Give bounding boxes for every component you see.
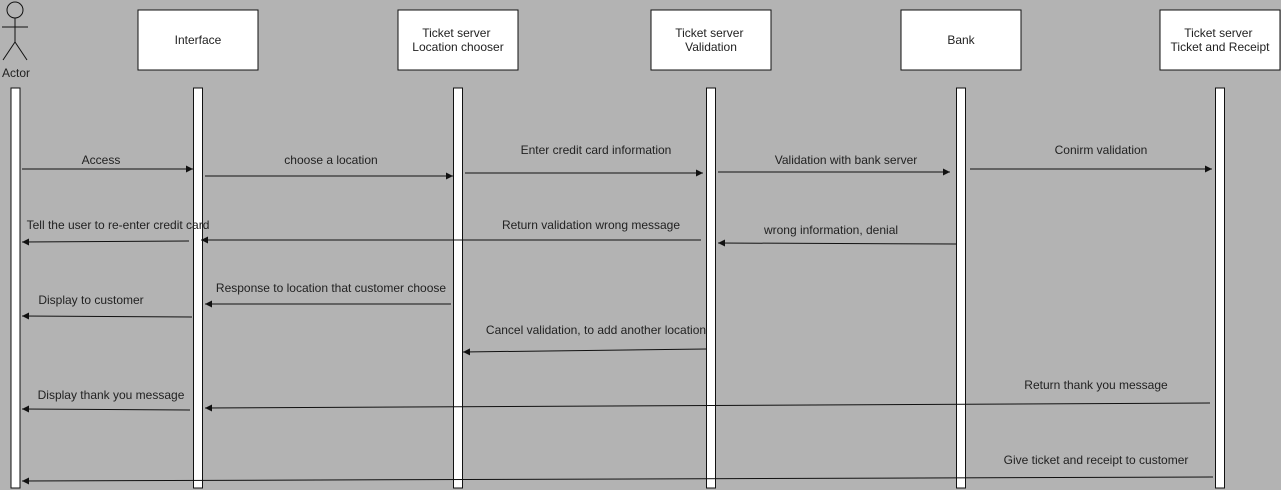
actor-figure-icon	[2, 1, 28, 61]
participant-bank: Bank	[900, 9, 1022, 71]
participant-box	[650, 9, 772, 71]
participant-label: Ticket and Receipt	[1171, 40, 1271, 54]
message-label: Display thank you message	[38, 388, 185, 402]
lifeline-ticket-and-receipt	[1215, 87, 1225, 489]
message: Return validation wrong message	[201, 218, 701, 244]
message-arrow	[21, 476, 1214, 485]
message: Display thank you message	[21, 388, 191, 413]
message-arrow	[21, 238, 190, 246]
message-label: Validation with bank server	[775, 153, 918, 167]
lifeline-actor	[10, 87, 21, 489]
message-label: Tell the user to re-enter credit card	[27, 218, 210, 232]
message: Cancel validation, to add another locati…	[462, 323, 707, 356]
message-label: Cancel validation, to add another locati…	[486, 323, 706, 337]
message-label: Conirm validation	[1055, 143, 1148, 157]
message: choose a location	[205, 153, 453, 180]
message-arrow	[21, 405, 191, 413]
participant-label: Bank	[947, 33, 975, 47]
participant-label: Location chooser	[412, 40, 503, 54]
participant-validation: Ticket server Validation	[650, 9, 772, 71]
participant-ticket-and-receipt: Ticket server Ticket and Receipt	[1159, 9, 1281, 71]
message: Return thank you message	[204, 378, 1211, 412]
lifeline-validation	[706, 87, 716, 489]
message-arrow	[717, 239, 957, 247]
message-arrow	[462, 348, 707, 356]
message: Access	[22, 153, 193, 173]
message-label: Access	[82, 153, 121, 167]
participant-interface: Interface	[137, 9, 259, 71]
actor-label: Actor	[2, 66, 30, 80]
lifeline-bank	[956, 87, 966, 489]
svg-text:Ticket server Validati: Ticket server Validation	[675, 26, 747, 54]
message-arrow	[21, 312, 193, 320]
message: Enter credit card information	[465, 143, 703, 177]
participant-label: Ticket server	[1184, 26, 1252, 40]
message-label: Give ticket and receipt to customer	[1004, 453, 1189, 467]
message-label: Enter credit card information	[521, 143, 672, 157]
svg-text:Ticket server Ticket a: Ticket server Ticket and Receipt	[1171, 26, 1271, 54]
participant-box	[397, 9, 519, 71]
lifeline-location-chooser	[453, 87, 463, 489]
lifeline-interface	[193, 87, 203, 489]
svg-text:Bank: Bank	[947, 33, 975, 47]
message-label: Display to customer	[38, 293, 143, 307]
message-label: Return validation wrong message	[502, 218, 680, 232]
message: Validation with bank server	[718, 153, 950, 176]
participant-location-chooser: Ticket server Location chooser	[397, 9, 519, 71]
participant-box	[900, 9, 1022, 71]
participant-label: Ticket server	[675, 26, 743, 40]
message: Conirm validation	[970, 143, 1212, 173]
message: Tell the user to re-enter credit card	[21, 218, 210, 246]
message: Display to customer	[21, 293, 193, 320]
participant-label: Interface	[175, 33, 222, 47]
message: Give ticket and receipt to customer	[21, 453, 1214, 485]
message-label: Response to location that customer choos…	[216, 281, 446, 295]
message-label: wrong information, denial	[763, 223, 898, 237]
message: Response to location that customer choos…	[205, 281, 451, 308]
svg-text:Interface: Interface	[175, 33, 222, 47]
svg-text:Ticket server Location: Ticket server Location chooser	[412, 26, 503, 54]
participant-box	[1159, 9, 1281, 71]
message-arrow	[204, 402, 1211, 412]
message-label: Return thank you message	[1024, 378, 1168, 392]
participant-box	[137, 9, 259, 71]
participant-label: Validation	[685, 40, 737, 54]
participant-label: Ticket server	[422, 26, 490, 40]
message-label: choose a location	[284, 153, 377, 167]
message: wrong information, denial	[717, 223, 957, 247]
